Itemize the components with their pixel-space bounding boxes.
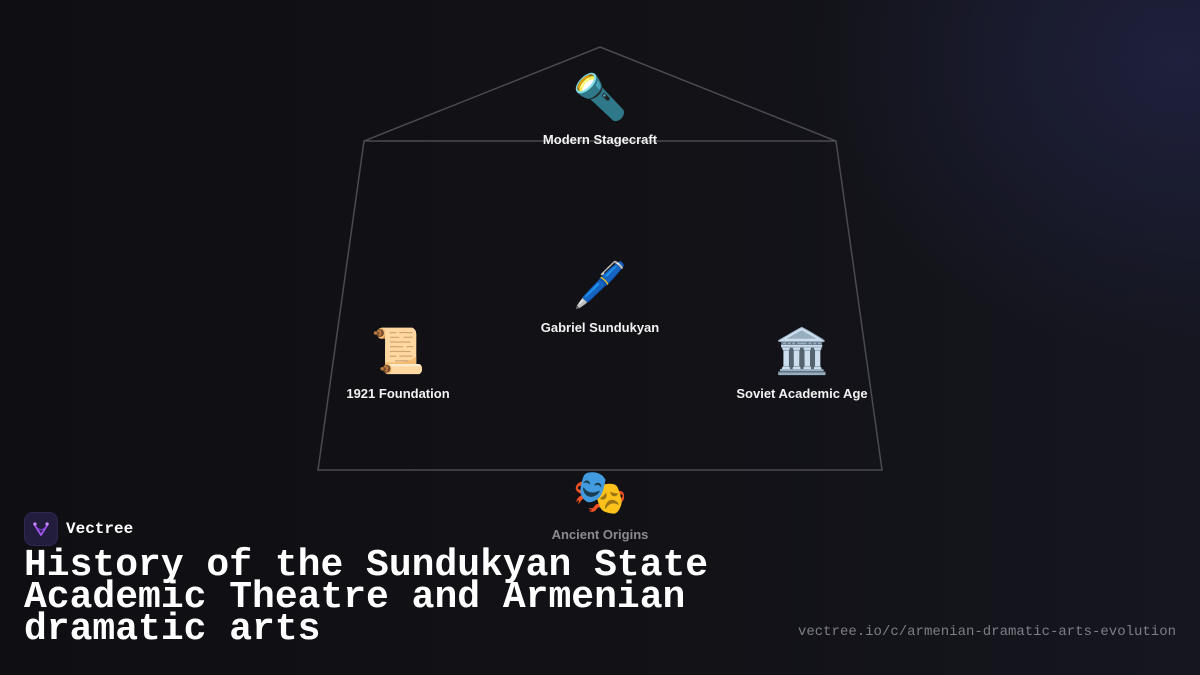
node-label: 1921 Foundation	[346, 386, 450, 401]
scroll-icon: 📜	[370, 327, 426, 376]
vectree-logo-icon	[24, 512, 58, 546]
node-ancient-origins[interactable]: 🎭 Ancient Origins	[500, 465, 700, 542]
node-1921-foundation[interactable]: 📜 1921 Foundation	[298, 324, 498, 401]
node-label: Ancient Origins	[551, 527, 649, 542]
pentagon-outline	[317, 46, 883, 471]
node-modern-stagecraft[interactable]: 🔦 Modern Stagecraft	[500, 70, 700, 147]
node-gabriel-sundukyan[interactable]: 🖊️ Gabriel Sundukyan	[500, 258, 700, 335]
theatre-masks-icon: 🎭	[572, 468, 628, 517]
node-soviet-academic-age[interactable]: 🏛️ Soviet Academic Age	[702, 324, 902, 401]
node-label: Modern Stagecraft	[542, 132, 658, 147]
node-label: Gabriel Sundukyan	[540, 320, 660, 335]
classical-building-icon: 🏛️	[774, 327, 830, 376]
node-label: Soviet Academic Age	[736, 386, 868, 401]
brand-name: Vectree	[66, 520, 134, 538]
pen-icon: 🖊️	[572, 261, 628, 310]
page-title: History of the Sundukyan State Academic …	[24, 544, 709, 651]
source-url[interactable]: vectree.io/c/armenian-dramatic-arts-evol…	[797, 624, 1176, 640]
flashlight-icon: 🔦	[572, 73, 628, 122]
brand: Vectree	[24, 512, 133, 546]
